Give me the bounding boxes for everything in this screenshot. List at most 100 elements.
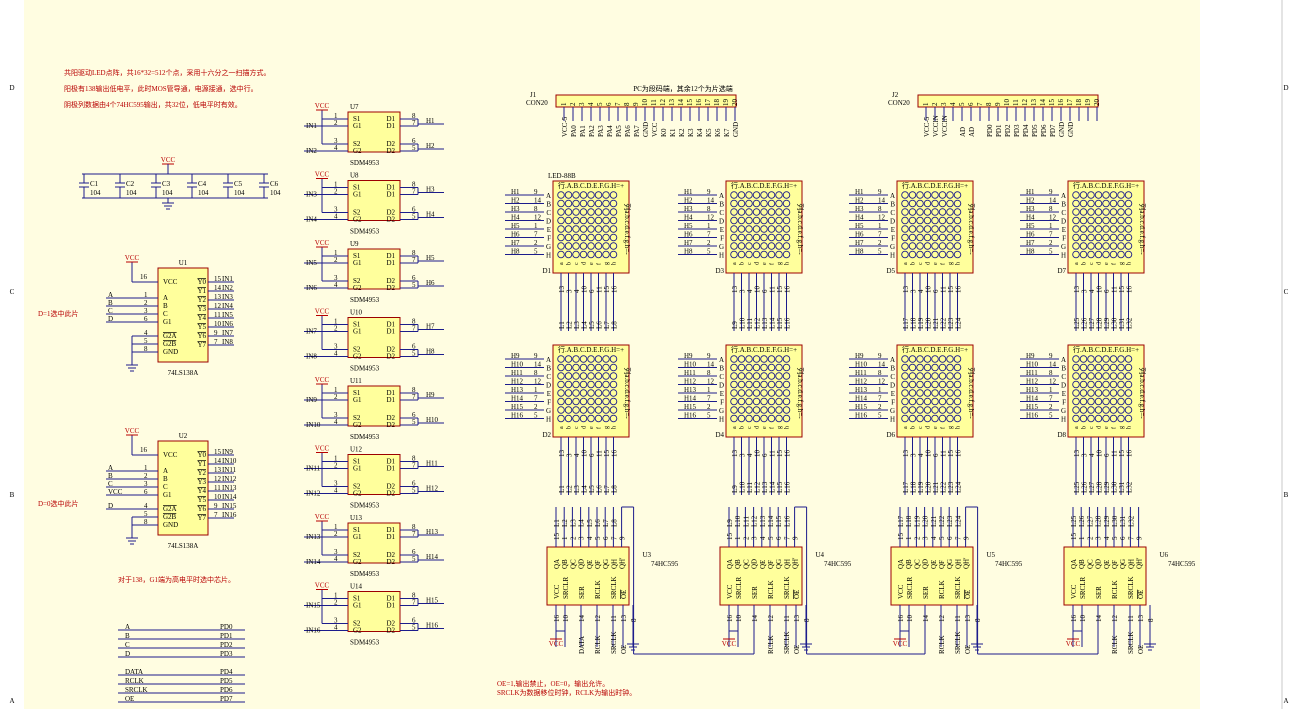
pin-number: 7 [412, 119, 416, 127]
led-dot [594, 355, 603, 363]
pin-name: g [777, 426, 783, 429]
pin-number: 2 [334, 325, 338, 333]
pin-number: 13 [1073, 286, 1081, 294]
led-dot [1087, 363, 1095, 372]
led-dot [916, 250, 924, 259]
led-dot [953, 199, 962, 208]
led-dot [1124, 242, 1133, 250]
pin-number: 2 [1049, 239, 1053, 247]
pin-number: 5 [144, 510, 148, 518]
pin-number: 10 [562, 615, 570, 623]
net-label: H6 [426, 279, 435, 287]
pin-number: 15 [776, 286, 784, 294]
net-label: RCLK [1111, 635, 1119, 654]
pin-number: 1 [1078, 536, 1086, 540]
led-dot [564, 242, 573, 250]
led-dot [923, 372, 932, 380]
port-label: PD2 [220, 641, 233, 649]
net-label: L29 [1103, 481, 1111, 493]
led-dot [1094, 355, 1103, 363]
component-ref: U4 [815, 551, 824, 559]
port-label: PD3 [220, 650, 233, 658]
pin-name: QA [1070, 559, 1078, 569]
pin-number: 16 [553, 615, 561, 623]
led-dot [557, 250, 565, 259]
led-dot [730, 250, 738, 259]
pin-name: E [547, 226, 551, 234]
pin-number: 5 [878, 412, 882, 420]
led-dot [953, 363, 962, 372]
pin-name: Y3 [197, 478, 206, 486]
led-dot [923, 397, 932, 406]
pin-name: D1 [386, 328, 395, 336]
led-dot [1109, 191, 1118, 199]
pin-name: QE [586, 560, 594, 569]
pin-number: 10 [214, 320, 222, 328]
led-dot [908, 250, 917, 259]
led-dot [737, 225, 746, 233]
component-ref: U8 [350, 172, 359, 180]
led-dot [1102, 250, 1110, 259]
led-dot [1087, 216, 1095, 225]
led-dot [1124, 250, 1133, 259]
pin-name: S2 [353, 414, 361, 422]
net-label: H3 [1026, 205, 1035, 213]
pin-number: 13 [964, 615, 972, 623]
led-dot [572, 233, 580, 242]
led-dot [953, 208, 962, 216]
net-label: IN3 [306, 191, 317, 199]
pin-name: D2 [386, 627, 395, 635]
net-label: L14 [769, 481, 777, 493]
pin-label: PA0 [570, 125, 578, 137]
led-dot [1109, 216, 1118, 225]
pin-number: 5 [958, 102, 966, 106]
led-dot [908, 372, 917, 380]
pin-number: 3 [910, 453, 918, 457]
led-dot [1117, 242, 1125, 250]
pin-name: D [546, 382, 551, 390]
led-matrices: LED-88B行.A.B.C.D.E.F.G.H=+列a.b.c.d.e.f.g… [505, 172, 1147, 495]
led-dot [594, 225, 603, 233]
pin-number: 6 [588, 453, 596, 457]
pin-number: 6 [946, 536, 954, 540]
led-dot [1079, 355, 1088, 363]
pin-number: 5 [767, 536, 775, 540]
pin-name: G1 [353, 396, 362, 404]
pin-name: b [911, 262, 917, 265]
pin-name: S1 [353, 115, 361, 123]
led-dot [946, 191, 954, 199]
pin-number: 9 [214, 502, 218, 510]
net-label: L22 [940, 481, 948, 493]
pin-number: 2 [334, 188, 338, 196]
vcc-label: VCC [315, 445, 330, 453]
led-dot [931, 216, 939, 225]
pin-label: PD4 [1022, 124, 1030, 137]
led-dot [752, 199, 761, 208]
led-dot [1072, 225, 1080, 233]
pin-number: 6 [1103, 289, 1111, 293]
pin-name: D1 [386, 184, 395, 192]
pin-number: 5 [412, 144, 416, 152]
pin-number: 11 [610, 615, 618, 622]
led-dot [587, 389, 595, 397]
led-dot [946, 355, 954, 363]
net-label: IN9 [222, 448, 233, 456]
component-name: LED-88B [548, 172, 576, 180]
pin-name: d [1097, 426, 1103, 429]
border-zone-letter: B [1284, 491, 1289, 499]
component-ref: U14 [350, 583, 363, 591]
matrix-col-label: 列a.b.c.d.e.f.g.h=- [1138, 203, 1147, 255]
pin-number: 10 [925, 450, 933, 458]
pin-name: SER [922, 586, 930, 599]
led-dot [730, 406, 738, 414]
led-dot [931, 363, 939, 372]
pin-number: 16 [955, 286, 963, 294]
pin-number: 10 [1079, 615, 1087, 623]
pin-name: QG [775, 559, 783, 569]
pin-name: S2 [353, 140, 361, 148]
pin-number: 16 [955, 450, 963, 458]
led-dot [1094, 250, 1103, 259]
vcc-label: VCC [722, 640, 737, 648]
led-dot [730, 372, 738, 380]
